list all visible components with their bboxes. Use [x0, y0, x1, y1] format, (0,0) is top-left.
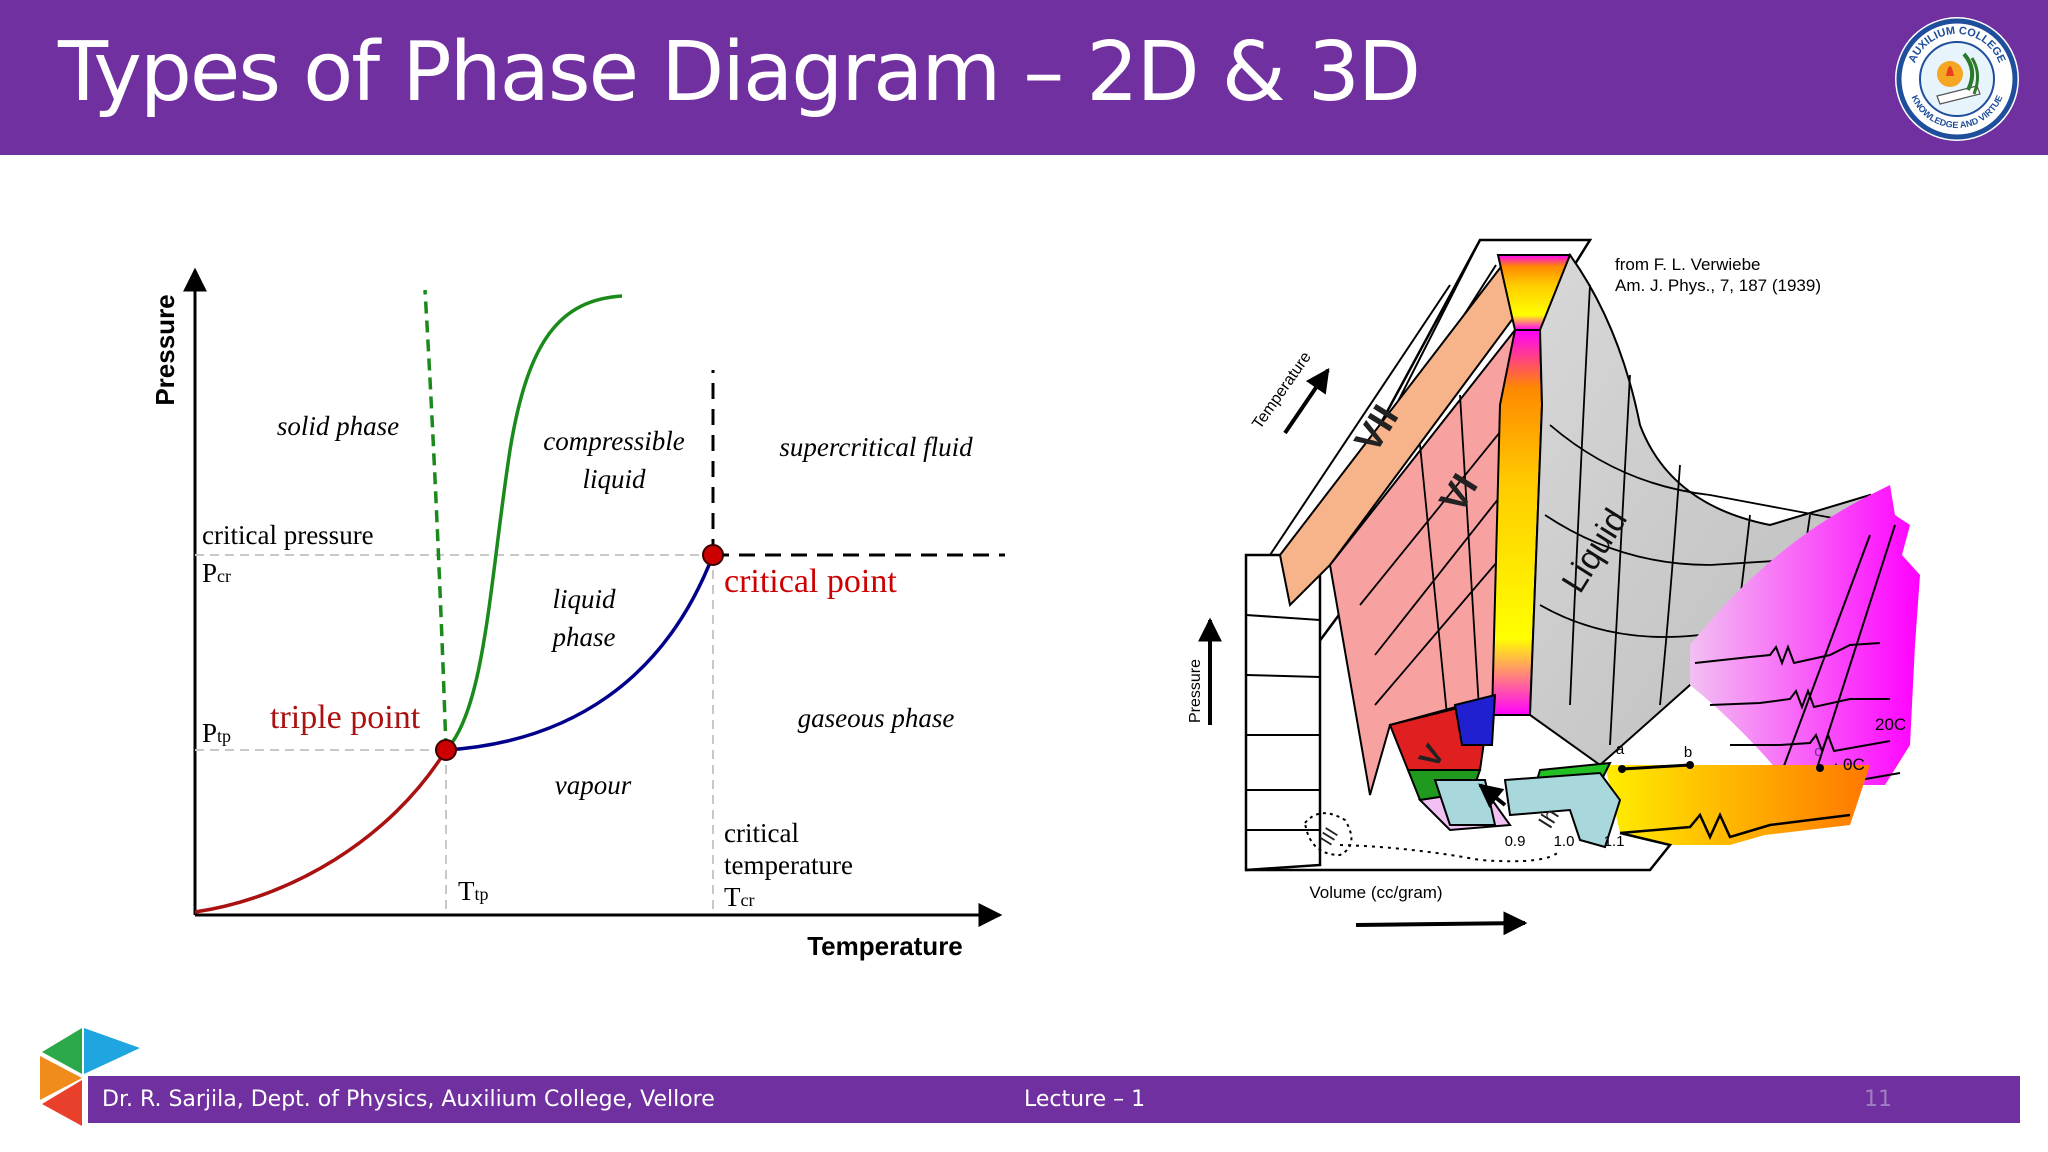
footer-page-number: 11 — [1864, 1087, 1892, 1112]
phase-diagram-2d: Pressure Temperature solid phase compres… — [150, 267, 1005, 961]
critical-point-label: critical point — [724, 563, 897, 600]
volume-axis-arrow — [1355, 911, 1528, 936]
dotted-connector — [1339, 844, 1561, 863]
critical-pressure-label: critical pressure — [202, 520, 374, 550]
critical-temperature-label-2: temperature — [724, 850, 853, 880]
triple-point-marker — [435, 739, 457, 761]
box-floor-outline — [1246, 831, 1673, 872]
gaseous-phase-label: gaseous phase — [798, 703, 955, 733]
point-a-label: a — [1616, 741, 1625, 758]
presentation-corner-logo — [40, 1028, 140, 1126]
gas-region-strip — [1605, 765, 1870, 845]
footer-author: Dr. R. Sarjila, Dept. of Physics, Auxili… — [102, 1087, 715, 1112]
tick-0-9: 0.9 — [1505, 833, 1526, 850]
liquid-phase-label-1: liquid — [552, 584, 616, 614]
vapour-label: vapour — [555, 770, 632, 800]
point-c-marker — [1816, 764, 1824, 772]
melting-curve — [444, 294, 623, 752]
footer-bar: Dr. R. Sarjila, Dept. of Physics, Auxili… — [88, 1076, 2020, 1123]
point-b-marker — [1686, 761, 1694, 769]
triple-point-label: triple point — [270, 699, 421, 736]
temperature-axis-arrow — [1283, 368, 1330, 435]
arrow-to-small-phases — [1478, 783, 1507, 808]
y-axis-label: Pressure — [150, 294, 180, 405]
melting-curve-dashed — [423, 289, 448, 751]
vaporization-curve — [445, 554, 715, 752]
footer-lecture: Lecture – 1 — [1024, 1087, 1146, 1112]
temperature-axis-label: Temperature — [1249, 349, 1315, 432]
tie-line-ab — [1621, 763, 1691, 771]
point-a-marker — [1618, 765, 1626, 773]
pcr-label: Pcr — [202, 558, 231, 588]
critical-point-marker — [702, 544, 724, 566]
box-left-wall — [1244, 553, 1322, 872]
x-axis-label: Temperature — [807, 931, 963, 961]
ptp-label: Ptp — [202, 718, 231, 748]
title-bar: Types of Phase Diagram – 2D & 3D AUXILIU… — [0, 0, 2048, 155]
liquid-phase-label-2: phase — [551, 622, 616, 652]
region-ih-surface — [1503, 771, 1622, 849]
tcr-label: Tcr — [724, 882, 754, 912]
critical-temperature-label-1: critical — [724, 818, 799, 848]
slide-title: Types of Phase Diagram – 2D & 3D — [58, 25, 1421, 120]
region-v-blue — [1453, 693, 1497, 746]
source-line-1: from F. L. Verwiebe — [1615, 255, 1761, 274]
point-b-label: b — [1684, 744, 1692, 761]
tick-1-0: 1.0 — [1554, 833, 1575, 850]
phase-diagram-3d: from F. L. Verwiebe Am. J. Phys., 7, 187… — [1187, 238, 1920, 936]
compressible-label-2: liquid — [582, 464, 646, 494]
liquid-grid — [1539, 284, 1871, 746]
solid-phase-label: solid phase — [277, 411, 399, 441]
tick-1-1: 1.1 — [1604, 833, 1625, 850]
compressible-label-1: compressible — [543, 426, 684, 456]
point-c-label: c — [1814, 743, 1822, 760]
region-vii-surface — [1278, 254, 1562, 608]
pressure-axis-label: Pressure — [1187, 659, 1204, 723]
sublimation-curve — [194, 749, 448, 914]
supercritical-label: supercritical fluid — [779, 432, 973, 462]
ttp-label: Ttp — [458, 876, 489, 906]
volume-axis-label: Volume (cc/gram) — [1309, 883, 1442, 902]
college-logo: AUXILIUM COLLEGE KNOWLEDGE AND VIRTUE — [1895, 17, 2019, 141]
isotherm-20c-label: 20C — [1875, 715, 1906, 734]
vapour-surface — [1690, 485, 1920, 785]
isotherm-0c-label: 0C — [1843, 755, 1865, 774]
source-line-2: Am. J. Phys., 7, 187 (1939) — [1615, 276, 1821, 295]
gas-isotherm-zigzag — [1619, 811, 1851, 841]
